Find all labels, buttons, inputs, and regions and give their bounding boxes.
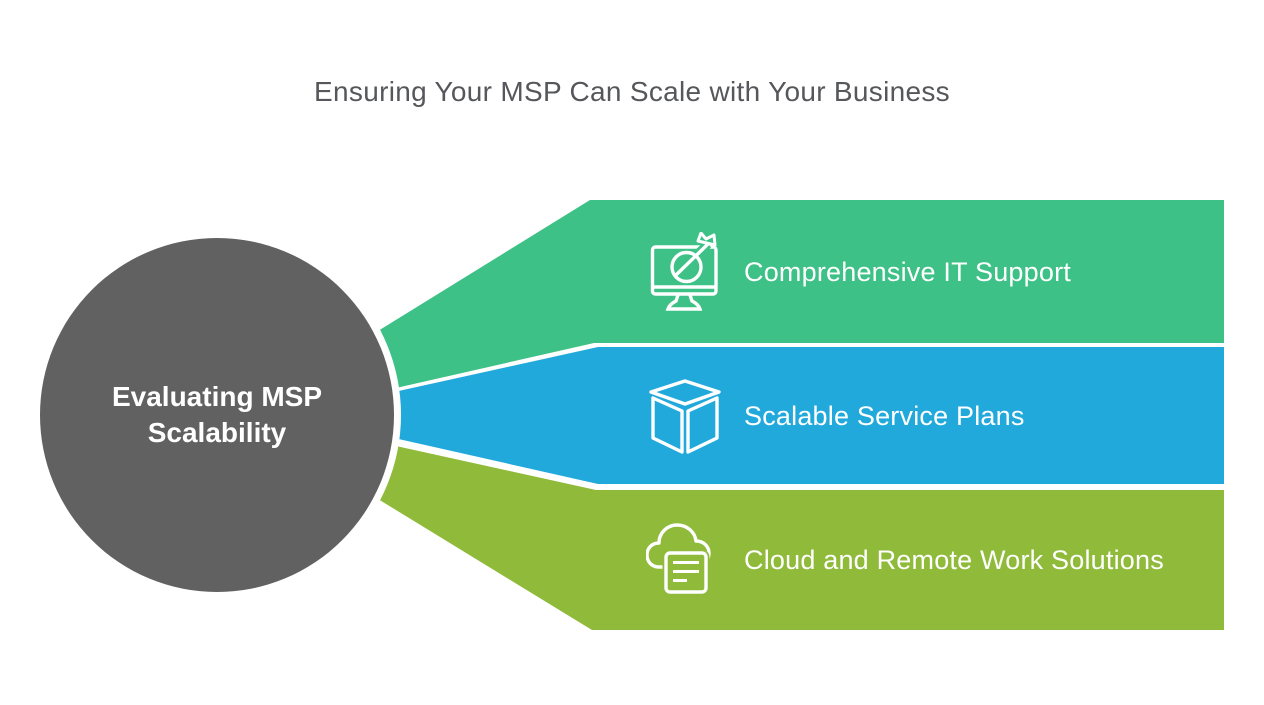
diagram-title: Ensuring Your MSP Can Scale with Your Bu…	[314, 76, 950, 107]
target-monitor-icon	[650, 232, 718, 311]
banner-label-cloud-remote-work: Cloud and Remote Work Solutions	[744, 544, 1164, 575]
center-circle-label: Evaluating MSP Scalability	[111, 381, 323, 448]
cube-icon	[649, 379, 721, 454]
banner-label-comprehensive-it-support: Comprehensive IT Support	[744, 256, 1071, 287]
banner-shape-comprehensive-it-support	[378, 200, 1224, 388]
cloud-document-icon	[646, 523, 711, 596]
banner-shape-cloud-remote-work	[378, 446, 1224, 630]
center-circle	[40, 238, 394, 592]
banner-shape-scalable-service-plans	[394, 347, 1224, 484]
banner-label-scalable-service-plans: Scalable Service Plans	[744, 400, 1025, 431]
